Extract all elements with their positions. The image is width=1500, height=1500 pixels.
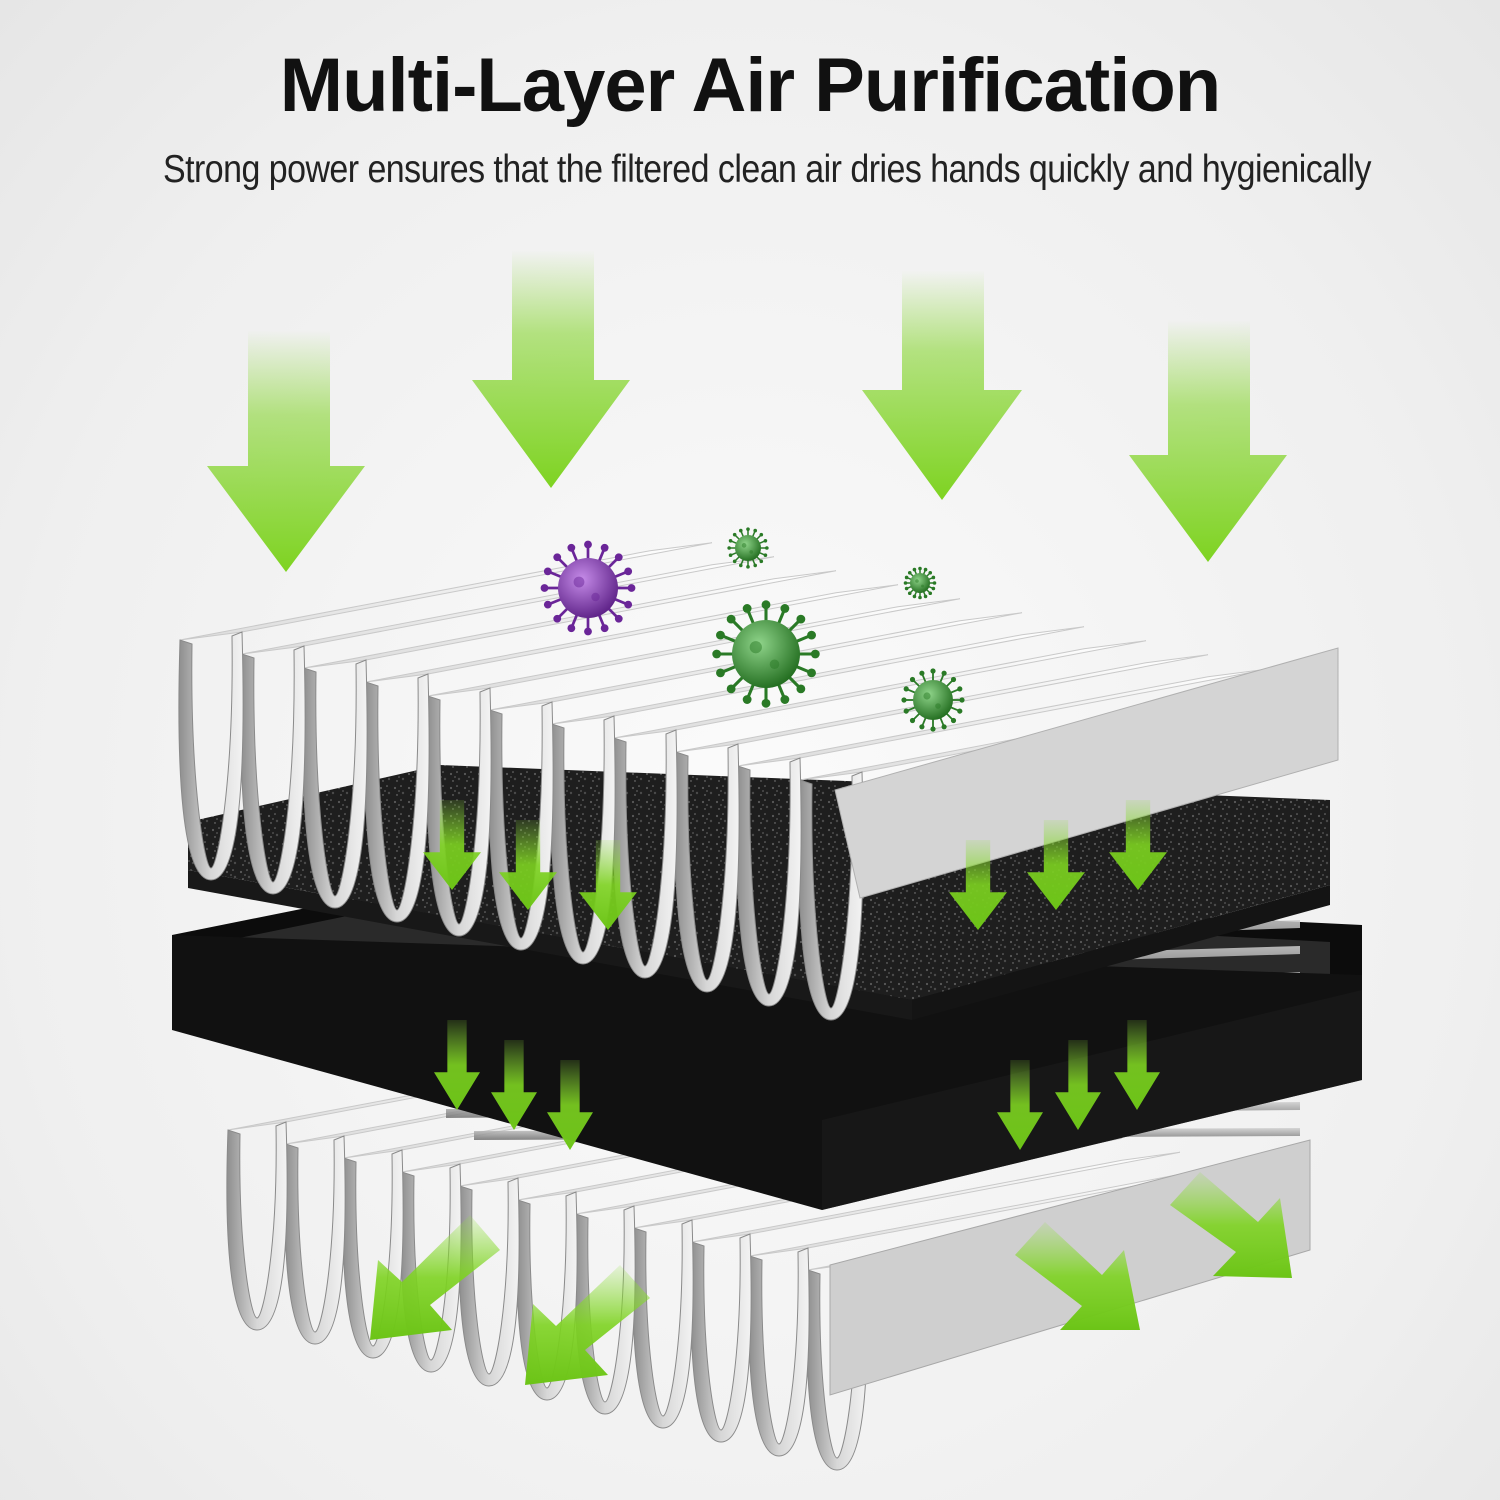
airflow-arrow-icon (423, 800, 481, 890)
intake-arrows (207, 250, 1287, 572)
germs (540, 527, 965, 732)
airflow-arrow-icon (1027, 820, 1085, 910)
germ-icon (727, 527, 769, 569)
germ-icon (712, 600, 820, 708)
germ-icon (901, 668, 965, 732)
airflow-arrow-icon (1055, 1040, 1101, 1130)
airflow-arrow-icon (491, 1040, 537, 1130)
subline: Strong power ensures that the filtered c… (163, 148, 1372, 191)
headline: Multi-Layer Air Purification (279, 43, 1221, 128)
pleat (302, 570, 837, 909)
airflow-arrow-icon (547, 1060, 593, 1150)
intake-arrow-icon (472, 250, 630, 488)
germ-icon (540, 540, 636, 636)
germ-icon (903, 566, 937, 600)
outflow-arrow-icon (525, 1265, 650, 1385)
pleat (612, 640, 1147, 979)
intake-arrow-icon (1129, 320, 1287, 562)
airflow-arrow-icon (949, 840, 1007, 930)
outflow-arrow-icon (1015, 1222, 1140, 1330)
pleat (690, 1151, 1181, 1443)
airflow-arrow-icon (434, 1020, 480, 1110)
intake-arrow-icon (207, 330, 365, 572)
airflow-arrow-icon (997, 1060, 1043, 1150)
airflow-arrow-icon (1109, 800, 1167, 890)
outflow-arrows (370, 1172, 1292, 1385)
airflow-arrow-icon (579, 840, 637, 930)
pleat (240, 556, 775, 895)
airflow-arrow-icon (499, 820, 557, 910)
airflow-arrow-icon (1114, 1020, 1160, 1110)
airflow-arrows (423, 800, 1167, 1150)
outflow-arrow-icon (1170, 1172, 1292, 1278)
outflow-arrow-icon (370, 1215, 500, 1340)
intake-arrow-icon (862, 270, 1022, 500)
